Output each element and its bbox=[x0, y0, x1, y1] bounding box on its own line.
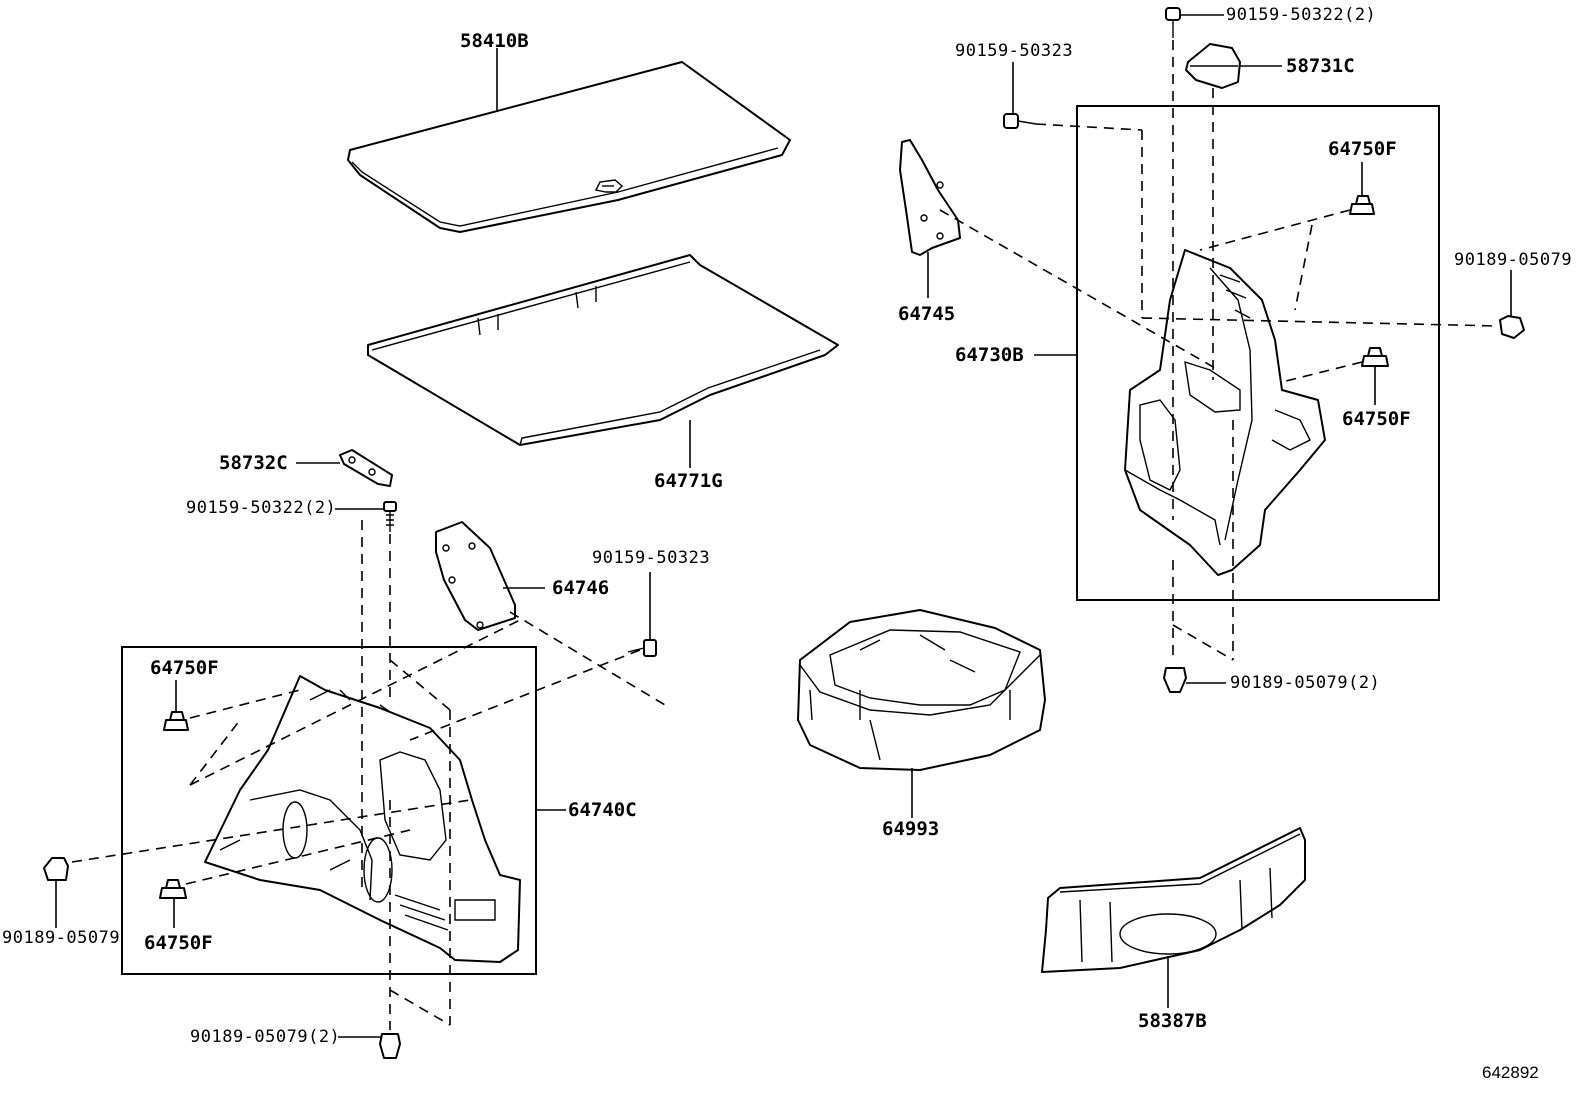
label-58410B: 58410B bbox=[460, 30, 529, 52]
clip-90189-05079-2-right bbox=[1163, 667, 1187, 693]
label-64730B: 64730B bbox=[955, 344, 1024, 366]
bolt-90159-50322-right bbox=[1165, 7, 1181, 38]
label-64745: 64745 bbox=[898, 303, 956, 325]
dashed-assembly-lines-right bbox=[939, 40, 1499, 661]
label-64740C: 64740C bbox=[568, 799, 637, 821]
label-90189-05079-2-left: 90189-05079(2) bbox=[190, 1027, 341, 1047]
label-64746: 64746 bbox=[552, 577, 610, 599]
panel-64745 bbox=[899, 139, 961, 256]
label-64771G: 64771G bbox=[654, 470, 723, 492]
clip-90189-05079-right bbox=[1499, 315, 1525, 339]
clip-64750F-left-top bbox=[163, 711, 189, 731]
label-58732C: 58732C bbox=[219, 452, 288, 474]
label-90159-50322-right: 90159-50322(2) bbox=[1226, 5, 1377, 25]
clip-64750F-right-mid bbox=[1361, 347, 1389, 367]
label-90189-05079-2-right: 90189-05079(2) bbox=[1230, 673, 1381, 693]
bracket-58732C bbox=[339, 449, 393, 487]
document-id: 642892 bbox=[1482, 1063, 1539, 1082]
label-90159-50323-left: 90159-50323 bbox=[592, 548, 711, 568]
bolt-90159-50322-left bbox=[383, 501, 397, 532]
label-58731C: 58731C bbox=[1286, 55, 1355, 77]
scuff-plate-58387B bbox=[1041, 827, 1306, 973]
label-64750F-left-top: 64750F bbox=[150, 657, 219, 679]
label-90189-05079-right: 90189-05079 bbox=[1454, 250, 1573, 270]
tonneau-cover-58410B bbox=[347, 61, 791, 233]
label-64750F-right-mid: 64750F bbox=[1342, 408, 1411, 430]
label-64993: 64993 bbox=[882, 818, 940, 840]
label-90159-50322-left: 90159-50322(2) bbox=[186, 498, 337, 518]
dashed-assembly-lines-left bbox=[71, 520, 666, 1030]
bolt-90159-50323-right bbox=[1003, 113, 1037, 129]
floor-board-64771G bbox=[367, 254, 839, 446]
tool-tray-64993 bbox=[797, 609, 1046, 771]
clip-90189-05079-left bbox=[43, 857, 69, 881]
label-90189-05079-left: 90189-05079 bbox=[2, 928, 121, 948]
label-64750F-left-bottom: 64750F bbox=[144, 932, 213, 954]
cap-58731C bbox=[1185, 43, 1241, 89]
label-90159-50323-right: 90159-50323 bbox=[955, 41, 1074, 61]
clip-64750F-right-top bbox=[1349, 195, 1375, 215]
clip-90189-05079-2-left bbox=[379, 1033, 401, 1059]
trim-panel-64730B bbox=[1124, 249, 1326, 576]
label-58387B: 58387B bbox=[1138, 1010, 1207, 1032]
panel-64746 bbox=[435, 521, 516, 631]
clip-64750F-left-bottom bbox=[159, 879, 187, 899]
frame-64730B bbox=[1076, 105, 1440, 601]
label-64750F-right-top: 64750F bbox=[1328, 138, 1397, 160]
